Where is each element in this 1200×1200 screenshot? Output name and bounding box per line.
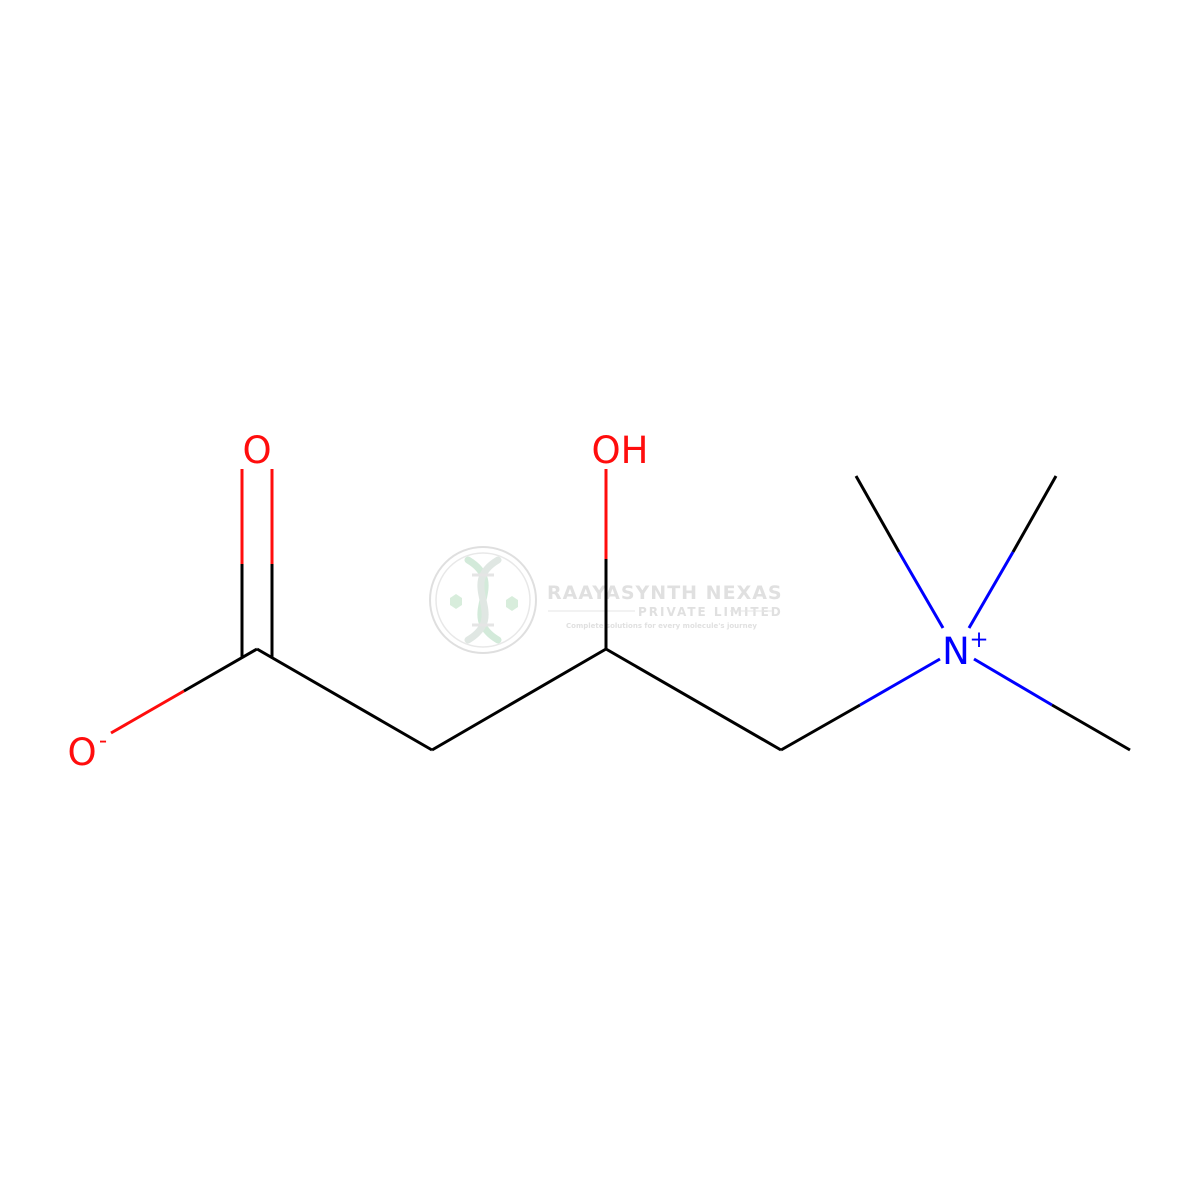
bond-nitrogen-methyl-1	[854, 475, 945, 629]
bond-nitrogen-methyl-2	[967, 475, 1058, 629]
watermark-title: RAAYASYNTH NEXAS	[547, 582, 783, 604]
bond-carbonyl-double	[240, 469, 274, 658]
dna-helix-icon	[429, 546, 537, 654]
bond-gamma-nitrogen	[780, 657, 941, 752]
bond-alpha-beta	[431, 647, 607, 752]
atom-o-carbonyl: O	[242, 429, 271, 472]
watermark-tagline: Complete solutions for every molecule's …	[566, 622, 757, 630]
atom-o-minus: O	[67, 731, 96, 774]
bond-layer	[110, 469, 1131, 752]
atom-n-plus: N	[942, 630, 970, 673]
bond-ominus-carboxyl	[110, 647, 258, 735]
atom-label-layer: O OH O - N +	[67, 429, 988, 774]
atom-o-minus-charge: -	[99, 728, 107, 754]
watermark-subtitle: PRIVATE LIMITED	[638, 605, 783, 619]
bond-beta-gamma	[605, 647, 782, 752]
bond-nitrogen-methyl-3	[973, 657, 1131, 752]
bond-carboxyl-alpha	[256, 647, 433, 752]
atom-o-hydroxyl: OH	[592, 429, 649, 472]
atom-n-plus-charge: +	[969, 627, 988, 653]
